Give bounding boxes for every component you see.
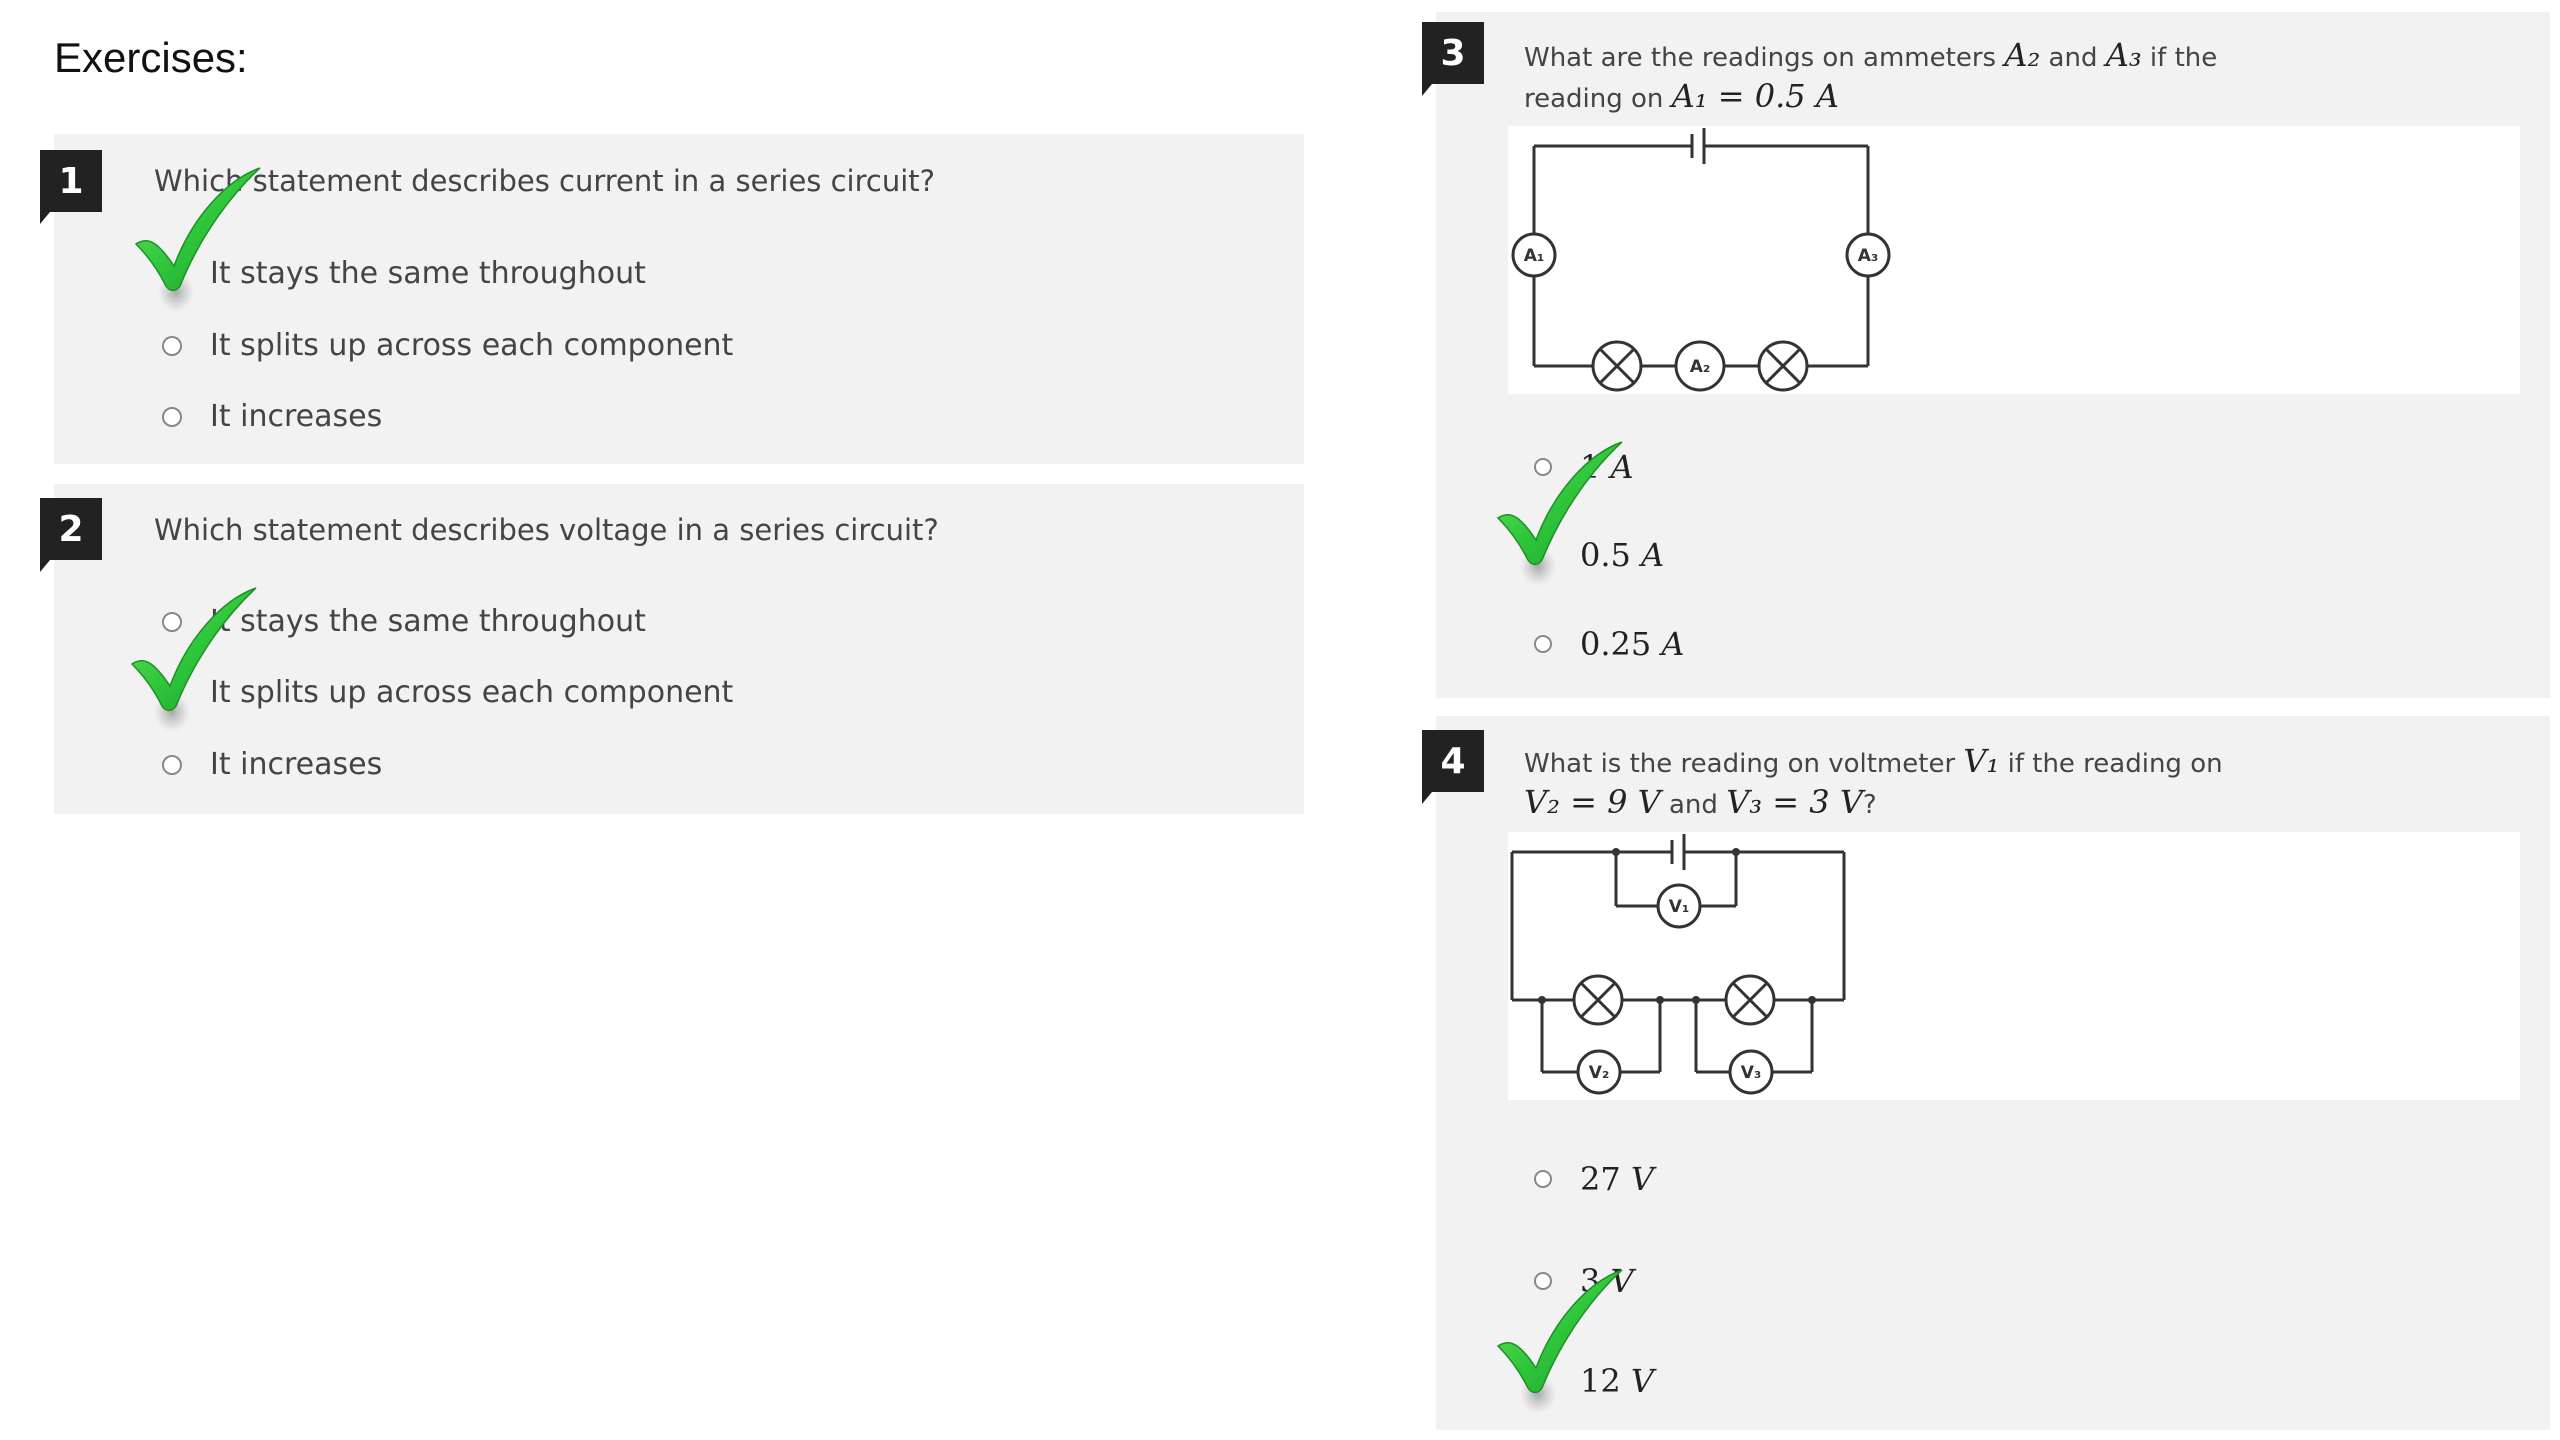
option-label: It splits up across each component bbox=[210, 328, 734, 363]
circuit-diagram: A₁ A₂ A₃ bbox=[1511, 128, 1891, 392]
ammeter-label: A₃ bbox=[1858, 246, 1879, 266]
option-label: It splits up across each component bbox=[210, 675, 734, 710]
option-label: 0.5 A bbox=[1580, 536, 1665, 574]
option-item[interactable]: 12 V bbox=[1534, 1362, 1654, 1400]
option-label: 0.25 A bbox=[1580, 625, 1685, 663]
check-mark-icon bbox=[1496, 1264, 1626, 1414]
voltmeter-label: V₂ bbox=[1589, 1063, 1610, 1083]
option-label: It increases bbox=[210, 747, 383, 782]
question-number-badge: 1 bbox=[40, 150, 102, 224]
question-card-1 bbox=[54, 134, 1304, 464]
radio-button[interactable] bbox=[162, 406, 182, 427]
radio-button[interactable] bbox=[162, 611, 182, 632]
voltmeter-label: V₃ bbox=[1741, 1063, 1762, 1083]
question-text: Which statement describes current in a s… bbox=[154, 164, 936, 198]
question-text: Which statement describes voltage in a s… bbox=[154, 513, 939, 547]
option-label: It stays the same throughout bbox=[210, 604, 646, 639]
option-item[interactable]: 3 V bbox=[1534, 1262, 1634, 1300]
circuit-diagram: V₁ V₂ V₃ bbox=[1510, 834, 1846, 1095]
option-item[interactable]: It stays the same throughout bbox=[162, 256, 646, 291]
option-label: It stays the same throughout bbox=[210, 256, 646, 291]
question-number-badge: 3 bbox=[1422, 22, 1484, 96]
question-number-badge: 4 bbox=[1422, 730, 1484, 804]
question-text: What are the readings on ammeters A₂ and… bbox=[1524, 36, 2218, 115]
radio-button[interactable] bbox=[1534, 1170, 1552, 1188]
radio-button[interactable] bbox=[162, 335, 182, 356]
question-text: What is the reading on voltmeter V₁ if t… bbox=[1524, 742, 2223, 821]
question-number-badge: 2 bbox=[40, 498, 102, 572]
circuit-diagram-voltmeters: V₁ V₂ V₃ bbox=[1508, 832, 2520, 1100]
option-item[interactable]: 0.25 A bbox=[1534, 625, 1685, 663]
option-item[interactable]: 0.5 A bbox=[1534, 536, 1664, 574]
option-item[interactable]: It stays the same throughout bbox=[162, 604, 646, 639]
option-label: It increases bbox=[210, 399, 383, 434]
question-card-2 bbox=[54, 484, 1304, 814]
circuit-diagram-ammeters: A₁ A₂ A₃ bbox=[1508, 126, 2520, 394]
option-label: 27 V bbox=[1580, 1160, 1654, 1198]
option-item[interactable]: It increases bbox=[162, 747, 382, 782]
radio-button[interactable] bbox=[1534, 458, 1552, 476]
ammeter-label: A₁ bbox=[1524, 246, 1545, 266]
radio-button[interactable] bbox=[1534, 635, 1552, 653]
option-item[interactable]: It splits up across each component bbox=[162, 328, 733, 363]
option-item[interactable]: It increases bbox=[162, 399, 382, 434]
radio-button[interactable] bbox=[1534, 1272, 1552, 1290]
option-item[interactable]: It splits up across each component bbox=[162, 675, 733, 710]
voltmeter-label: V₁ bbox=[1669, 897, 1690, 917]
check-mark-icon bbox=[130, 582, 260, 732]
option-label: 12 V bbox=[1580, 1362, 1654, 1400]
option-item[interactable]: 27 V bbox=[1534, 1160, 1654, 1198]
check-mark-icon bbox=[1496, 436, 1626, 586]
ammeter-label: A₂ bbox=[1690, 357, 1711, 377]
check-mark-icon bbox=[134, 162, 264, 312]
radio-button[interactable] bbox=[162, 754, 182, 775]
page-title: Exercises: bbox=[54, 34, 248, 81]
